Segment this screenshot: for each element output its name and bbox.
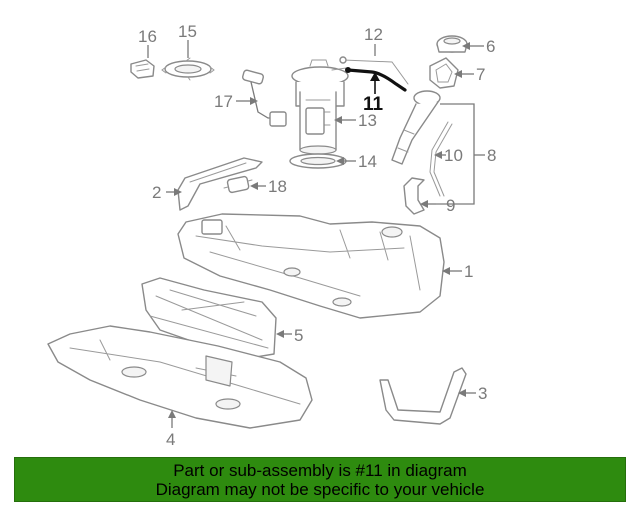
callout-2: 2	[152, 183, 161, 202]
callout-5: 5	[294, 326, 303, 345]
callout-10: 10	[444, 146, 463, 165]
part-12-pipe	[339, 56, 409, 85]
callout-4: 4	[166, 430, 175, 449]
part-8-filler-neck	[391, 90, 441, 165]
parts-diagram: 16 15 17 13 14 12 11 6 7 10 8 9 2 18 1 5…	[47, 22, 496, 449]
part-9-hose	[403, 177, 425, 215]
callout-14: 14	[358, 152, 377, 171]
callout-7: 7	[476, 65, 485, 84]
part-5-heat-shield	[141, 277, 277, 359]
callout-1: 1	[464, 262, 473, 281]
part-10-vent-pipe	[429, 121, 453, 197]
callout-11: 11	[363, 94, 384, 115]
callout-8: 8	[487, 146, 496, 165]
part-17-level-sender	[242, 69, 287, 127]
leader-11-highlighted	[370, 72, 380, 94]
part-1-fuel-tank	[177, 213, 445, 319]
part-11-hose-highlighted	[345, 67, 407, 92]
part-2-bracket	[177, 157, 263, 211]
part-14-seal	[289, 153, 347, 169]
callout-15: 15	[178, 22, 197, 41]
callout-3: 3	[478, 384, 487, 403]
part-3-strap	[379, 367, 467, 425]
part-4-skid-plate	[47, 325, 313, 429]
part-15-lock-ring	[161, 57, 215, 81]
callout-9: 9	[446, 196, 455, 215]
callout-16: 16	[138, 27, 157, 46]
callout-12: 12	[364, 25, 383, 44]
banner-line-1: Part or sub-assembly is #11 in diagram	[173, 460, 467, 480]
info-banner: Part or sub-assembly is #11 in diagram D…	[14, 457, 626, 502]
callout-6: 6	[486, 37, 495, 56]
callout-13: 13	[358, 111, 377, 130]
part-6-fuel-cap	[436, 35, 468, 53]
callout-17: 17	[214, 92, 233, 111]
part-7-filler-pocket	[429, 57, 459, 89]
leader-lines	[147, 40, 485, 428]
part-18-fuel-filter	[223, 175, 253, 194]
part-16-sensor	[130, 59, 155, 79]
callout-18: 18	[268, 177, 287, 196]
banner-line-2: Diagram may not be specific to your vehi…	[155, 479, 485, 499]
part-13-fuel-pump-module	[291, 59, 351, 155]
